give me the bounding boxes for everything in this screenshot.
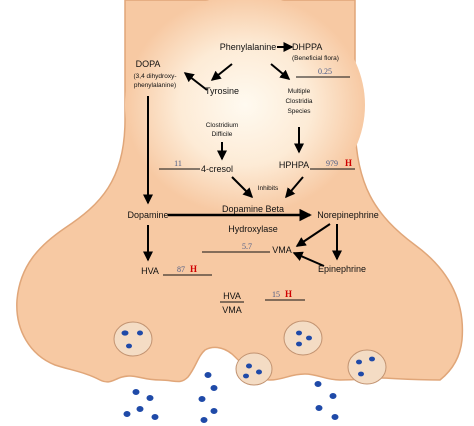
- label-dopamine: Dopamine: [127, 210, 168, 220]
- label-ratio-hva: HVA: [223, 291, 241, 301]
- flag-hva: H: [190, 264, 197, 274]
- released-neurotransmitter: [123, 372, 339, 423]
- label-dhppa: DHPPA: [292, 42, 322, 52]
- label-cdiff-2: Difficile: [212, 131, 233, 138]
- label-inhibits: Inhibits: [258, 185, 279, 192]
- label-cdiff-1: Clostridium: [206, 122, 239, 129]
- value-dhppa: 0.25: [318, 67, 332, 76]
- label-dopa: DOPA: [136, 59, 161, 69]
- arrow-phe-to-tyrosine: [210, 63, 233, 81]
- value-hva: 87: [177, 265, 185, 274]
- label-cresol: 4-cresol: [201, 164, 233, 174]
- arrow-cresol-to-dbh: [231, 176, 254, 199]
- value-ratio: 15: [272, 290, 280, 299]
- label-phenylalanine: Phenylalanine: [220, 42, 277, 52]
- value-underlines: [159, 76, 355, 303]
- label-norepinephrine: Norepinephrine: [317, 210, 379, 220]
- flag-ratio: H: [285, 289, 292, 299]
- label-hphpa: HPHPA: [279, 160, 309, 170]
- center-glow: [125, 0, 365, 215]
- label-dopa-note-2: phenylalanine): [134, 82, 176, 89]
- label-clostridia-3: Species: [287, 108, 311, 115]
- label-clostridia-1: Multiple: [288, 88, 311, 95]
- arrow-hphpa-to-dbh: [285, 176, 304, 199]
- arrow-phe-to-clostridia: [270, 63, 291, 80]
- label-epinephrine: Epinephrine: [318, 264, 366, 274]
- arrow-epinephrine-to-vma: [292, 251, 325, 267]
- label-dbh-1: Dopamine Beta: [222, 204, 284, 214]
- vesicle: [235, 352, 273, 386]
- arrow-tyrosine-to-dopa: [183, 72, 208, 91]
- label-hva: HVA: [141, 266, 159, 276]
- value-vma: 5.7: [242, 242, 252, 251]
- pathway-arrows: [143, 42, 342, 267]
- label-ratio-vma: VMA: [222, 305, 242, 315]
- vesicle: [283, 320, 323, 356]
- value-hphpa: 979: [326, 159, 338, 168]
- label-dbh-2: Hydroxylase: [228, 224, 278, 234]
- label-vma: VMA: [272, 245, 292, 255]
- value-cresol: 11: [174, 159, 182, 168]
- label-tyrosine: Tyrosine: [205, 86, 239, 96]
- label-dopa-note-1: (3,4 dihydroxy-: [134, 73, 177, 80]
- arrow-norepinephrine-to-vma: [295, 223, 331, 247]
- vesicle: [113, 321, 153, 357]
- flag-hphpa: H: [345, 158, 352, 168]
- label-dhppa-note: (Beneficial flora): [292, 55, 339, 62]
- vesicle: [347, 349, 387, 385]
- label-clostridia-2: Clostridia: [285, 98, 312, 105]
